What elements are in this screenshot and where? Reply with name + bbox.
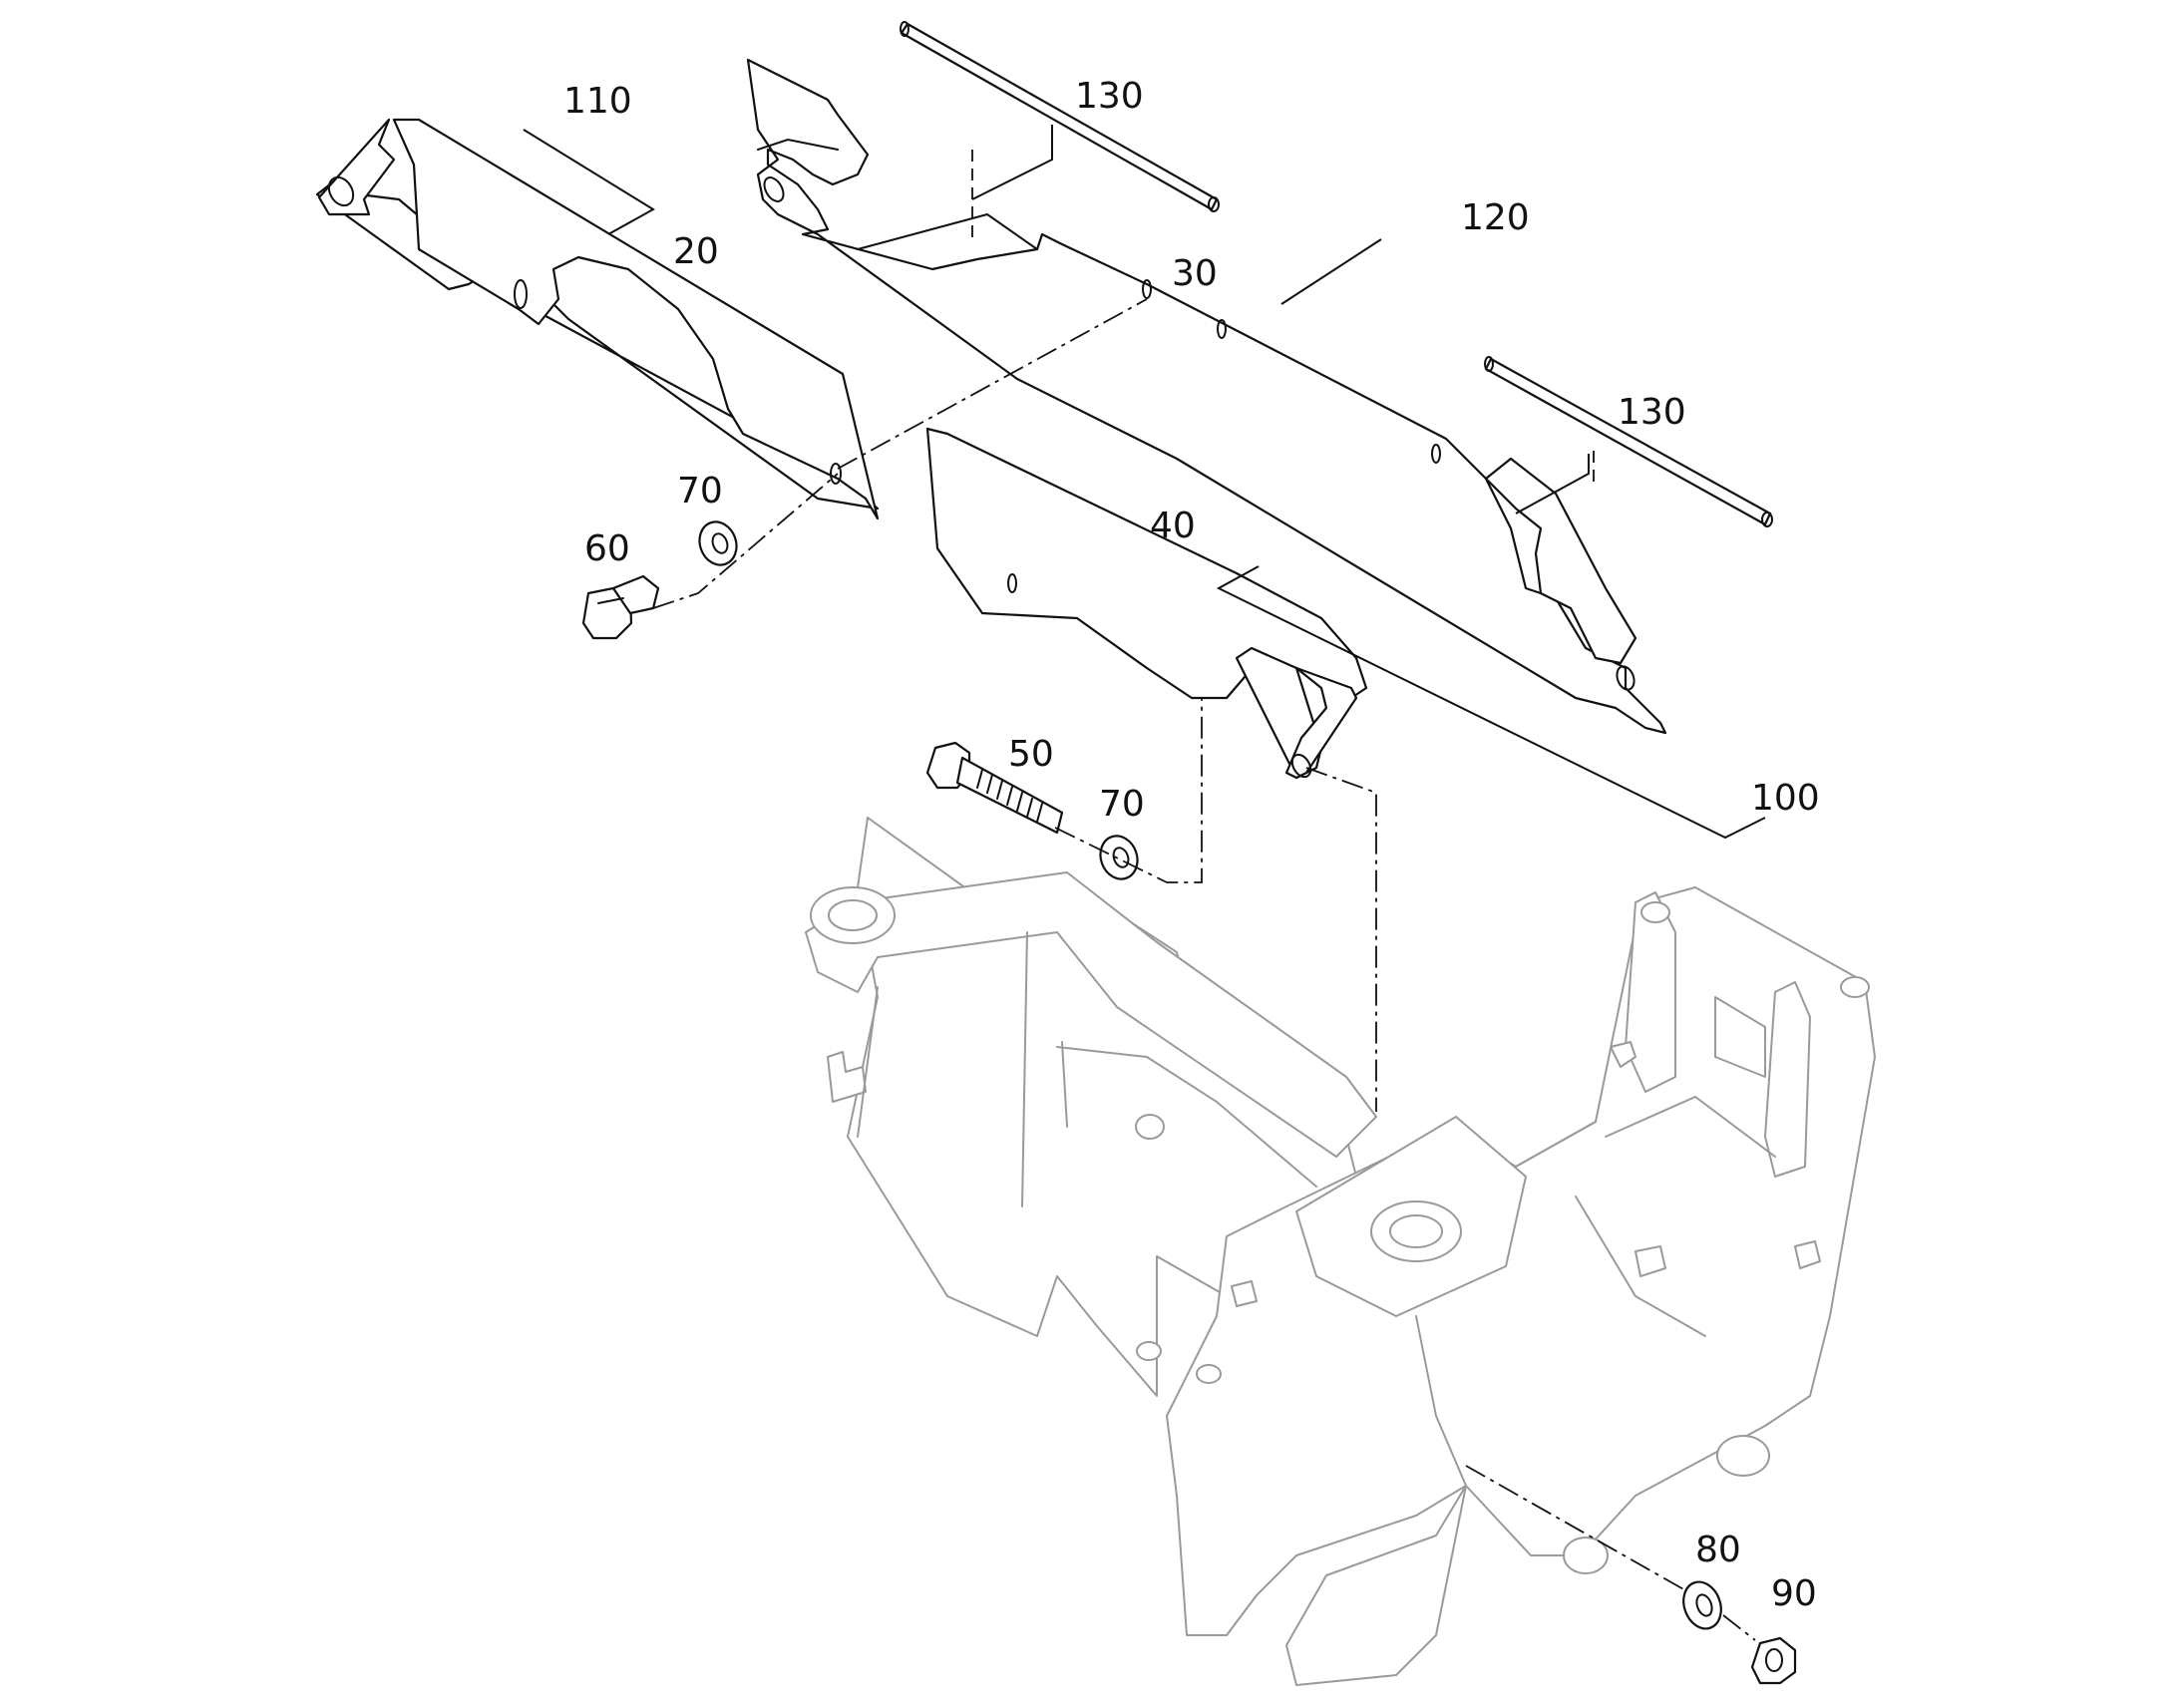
callout-70-mid: 70	[1099, 784, 1145, 825]
right-lower-boss	[1716, 1435, 1770, 1477]
callout-60: 60	[584, 528, 630, 569]
part-20-left-guard-plate	[315, 118, 880, 520]
callout-130-top: 130	[1075, 76, 1144, 117]
part-70-mid-washer	[1099, 835, 1139, 880]
callout-80: 80	[1695, 1530, 1741, 1570]
callout-90: 90	[1771, 1573, 1817, 1614]
part-130-top-rod	[900, 21, 1220, 212]
part-70-left-washer	[698, 520, 738, 566]
part-130-right-rod	[1484, 356, 1773, 527]
machine-frame	[805, 817, 1876, 1686]
callout-20: 20	[673, 231, 719, 272]
part-50-hex-bolt	[925, 741, 1064, 835]
assembly-lines	[652, 150, 1756, 1641]
callout-110: 110	[563, 81, 632, 122]
callout-100: 100	[1751, 778, 1820, 819]
part-40-lower-guard-plate	[925, 427, 1368, 780]
callout-40: 40	[1150, 506, 1196, 546]
callout-130-right: 130	[1618, 392, 1686, 433]
callouts: 110 20 130 30 120 130 70 60 40 50 70 100…	[563, 76, 1820, 1614]
part-80-washer	[1682, 1580, 1722, 1630]
part-60-hex-bolt	[581, 574, 660, 640]
callout-70-left: 70	[677, 471, 723, 512]
callout-30: 30	[1172, 253, 1218, 294]
callout-120: 120	[1461, 197, 1530, 238]
leader-lines	[523, 125, 1766, 840]
callout-50: 50	[1008, 734, 1054, 775]
part-90-hex-nut	[1750, 1636, 1797, 1685]
